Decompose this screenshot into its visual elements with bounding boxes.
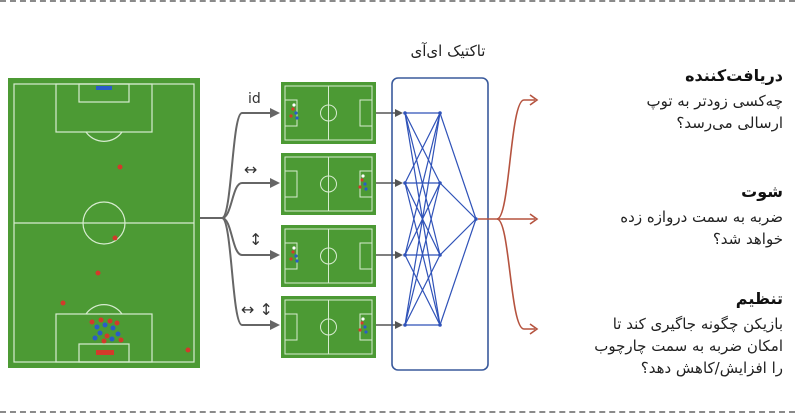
network-edge bbox=[439, 218, 477, 256]
output-arrow-icon bbox=[529, 94, 539, 335]
top-goal bbox=[96, 86, 112, 90]
augmented-pitches bbox=[281, 82, 376, 358]
network-node bbox=[403, 323, 407, 327]
pitch-hflip bbox=[281, 153, 376, 215]
player-dot bbox=[364, 187, 368, 191]
network-edge bbox=[404, 182, 441, 326]
output-desc-receiver: چه‌کسی زودتر به توپ ارسالی می‌رسد؟ bbox=[533, 90, 783, 134]
output-desc-positioning: بازیکن چگونه جاگیری کند تا امکان ضربه به… bbox=[533, 313, 783, 379]
network-label: تاکتیک ای‌آی bbox=[410, 42, 486, 60]
network-node bbox=[438, 323, 442, 327]
network-node bbox=[438, 111, 442, 115]
player-dot bbox=[289, 257, 293, 261]
player-dot bbox=[363, 325, 367, 329]
network-edge bbox=[404, 112, 441, 184]
augmentation-hflip-label: ↔ bbox=[244, 160, 258, 179]
output-heading-receiver: دریافت‌کننده bbox=[685, 66, 783, 85]
player-dot bbox=[291, 250, 295, 254]
player-dot bbox=[360, 178, 364, 182]
network-box bbox=[391, 77, 489, 371]
pitch-to-network-arrows bbox=[376, 112, 396, 326]
player-dot bbox=[294, 254, 298, 258]
branch-connectors bbox=[200, 112, 272, 326]
desc-line: را افزایش/کاهش دهد؟ bbox=[640, 359, 783, 377]
pitch-vflip bbox=[281, 225, 376, 287]
network-node bbox=[403, 181, 407, 185]
main-pitch bbox=[8, 78, 200, 368]
player-dot bbox=[363, 182, 367, 186]
network-edge bbox=[439, 112, 477, 220]
arrow-icon bbox=[270, 108, 280, 330]
network-edge bbox=[404, 112, 441, 256]
arrow-icon bbox=[395, 109, 403, 329]
desc-line: امکان ضربه به سمت چارچوب bbox=[594, 337, 783, 355]
player-dot bbox=[292, 246, 296, 250]
output-heading-shot: شوت bbox=[741, 182, 783, 201]
network-node bbox=[403, 111, 407, 115]
network-nodes bbox=[403, 111, 478, 327]
player-dot bbox=[294, 111, 298, 115]
output-connectors bbox=[478, 99, 535, 330]
desc-line: ضربه به سمت دروازه زده bbox=[620, 208, 783, 226]
player-markers bbox=[60, 164, 191, 353]
player-dot bbox=[358, 328, 362, 332]
player-dot bbox=[295, 259, 299, 263]
output-heading-positioning: تنظیم bbox=[735, 289, 783, 308]
pitch-both-flip bbox=[281, 296, 376, 358]
player-dot bbox=[295, 116, 299, 120]
player-dot bbox=[358, 185, 362, 189]
pitch-identity bbox=[281, 82, 376, 144]
player-dot bbox=[361, 174, 365, 178]
player-dot bbox=[360, 321, 364, 325]
network-edges bbox=[404, 112, 477, 326]
desc-line: چه‌کسی زودتر به توپ bbox=[646, 92, 783, 110]
network-node bbox=[438, 253, 442, 257]
player-dot bbox=[364, 330, 368, 334]
network-node bbox=[438, 181, 442, 185]
network-node bbox=[403, 253, 407, 257]
bottom-goal bbox=[96, 350, 114, 355]
desc-line: ارسالی می‌رسد؟ bbox=[676, 114, 783, 132]
player-dot bbox=[361, 317, 365, 321]
player-dot bbox=[292, 103, 296, 107]
desc-line: بازیکن چگونه جاگیری کند تا bbox=[612, 315, 783, 333]
augmentation-both-label: ↔ ↕ bbox=[241, 300, 273, 319]
network-edge bbox=[439, 218, 477, 326]
augmentation-identity-label: id bbox=[248, 91, 261, 107]
network-edge bbox=[404, 112, 441, 326]
desc-line: خواهد شد؟ bbox=[712, 230, 783, 248]
network-edge bbox=[404, 254, 441, 326]
network-edge bbox=[439, 182, 477, 220]
output-desc-shot: ضربه به سمت دروازه زده خواهد شد؟ bbox=[533, 206, 783, 250]
network-node bbox=[474, 217, 478, 221]
player-dot bbox=[289, 114, 293, 118]
augmentation-vflip-label: ↕ bbox=[249, 230, 263, 249]
player-dot bbox=[291, 107, 295, 111]
